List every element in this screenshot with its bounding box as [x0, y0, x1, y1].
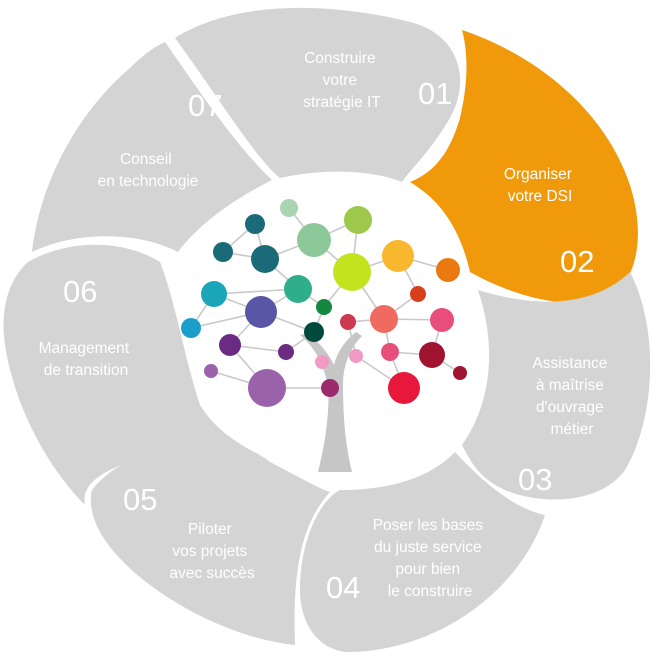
tree-node — [430, 308, 454, 332]
tree-node — [213, 242, 233, 262]
segment-03-shape — [462, 272, 651, 500]
tree-node — [340, 314, 356, 330]
segment-02[interactable]: 02 Organiser votre DSI — [410, 30, 638, 303]
tree-node — [333, 253, 371, 291]
segment-06-shape — [3, 244, 260, 505]
segment-02-shape — [410, 30, 638, 303]
tree-node — [219, 334, 241, 356]
tree-node — [204, 364, 218, 378]
segment-06-number: 06 — [63, 274, 97, 309]
tree-node — [181, 318, 201, 338]
tree-trunk — [300, 332, 362, 472]
tree-node — [297, 223, 331, 257]
tree-node — [344, 206, 372, 234]
segment-07-number: 07 — [188, 88, 222, 123]
segment-05-shape — [90, 441, 331, 645]
tree-node — [410, 286, 426, 302]
tree-node — [453, 366, 467, 380]
tree-node — [419, 342, 445, 368]
tree-node — [201, 281, 227, 307]
tree-node — [248, 369, 286, 407]
tree-node — [382, 240, 414, 272]
tree-node — [278, 344, 294, 360]
tree-node — [251, 245, 279, 273]
segment-06[interactable]: 06 Management de transition — [3, 244, 260, 505]
segment-01[interactable]: 01 Construire votre stratégie IT — [175, 7, 461, 183]
tree-node — [245, 214, 265, 234]
segment-03[interactable]: 03 Assistance à maîtrise d'ouvrage métie… — [462, 272, 651, 500]
segment-02-number: 02 — [560, 244, 594, 279]
segment-07-shape — [32, 42, 272, 252]
tree-node — [381, 343, 399, 361]
tree-link — [213, 288, 299, 295]
segment-04-shape — [300, 452, 545, 652]
tree-node — [284, 275, 312, 303]
segment-02-label: Organiser votre DSI — [504, 166, 576, 205]
segment-01-shape — [175, 7, 461, 183]
segment-07[interactable]: 07 Conseil en technologie — [32, 42, 272, 252]
tree-node — [316, 299, 332, 315]
tree-node — [388, 372, 420, 404]
segment-07-label: Conseil en technologie — [98, 151, 199, 190]
segment-05-label: Piloter vos projets avec succès — [169, 521, 255, 582]
segment-04-number: 04 — [326, 570, 360, 605]
segment-01-number: 01 — [418, 76, 452, 111]
tree-node — [315, 355, 329, 369]
tree-node — [349, 349, 363, 363]
segment-04-label: Poser les bases du juste service pour bi… — [373, 517, 488, 600]
tree-node — [370, 305, 398, 333]
segment-04[interactable]: 04 Poser les bases du juste service pour… — [300, 452, 545, 652]
segment-05[interactable]: 05 Piloter vos projets avec succès — [90, 441, 331, 645]
tree-node — [280, 199, 298, 217]
tree-node — [321, 379, 339, 397]
segment-05-number: 05 — [123, 482, 157, 517]
segment-01-label: Construire votre stratégie IT — [303, 50, 381, 111]
segment-03-number: 03 — [518, 462, 552, 497]
segment-03-label: Assistance à maîtrise d'ouvrage métier — [532, 355, 611, 438]
tree-node — [304, 322, 324, 342]
tree-node — [436, 258, 460, 282]
tree-node — [245, 296, 277, 328]
segment-06-label: Management de transition — [39, 340, 134, 379]
network-tree-icon — [181, 199, 467, 472]
